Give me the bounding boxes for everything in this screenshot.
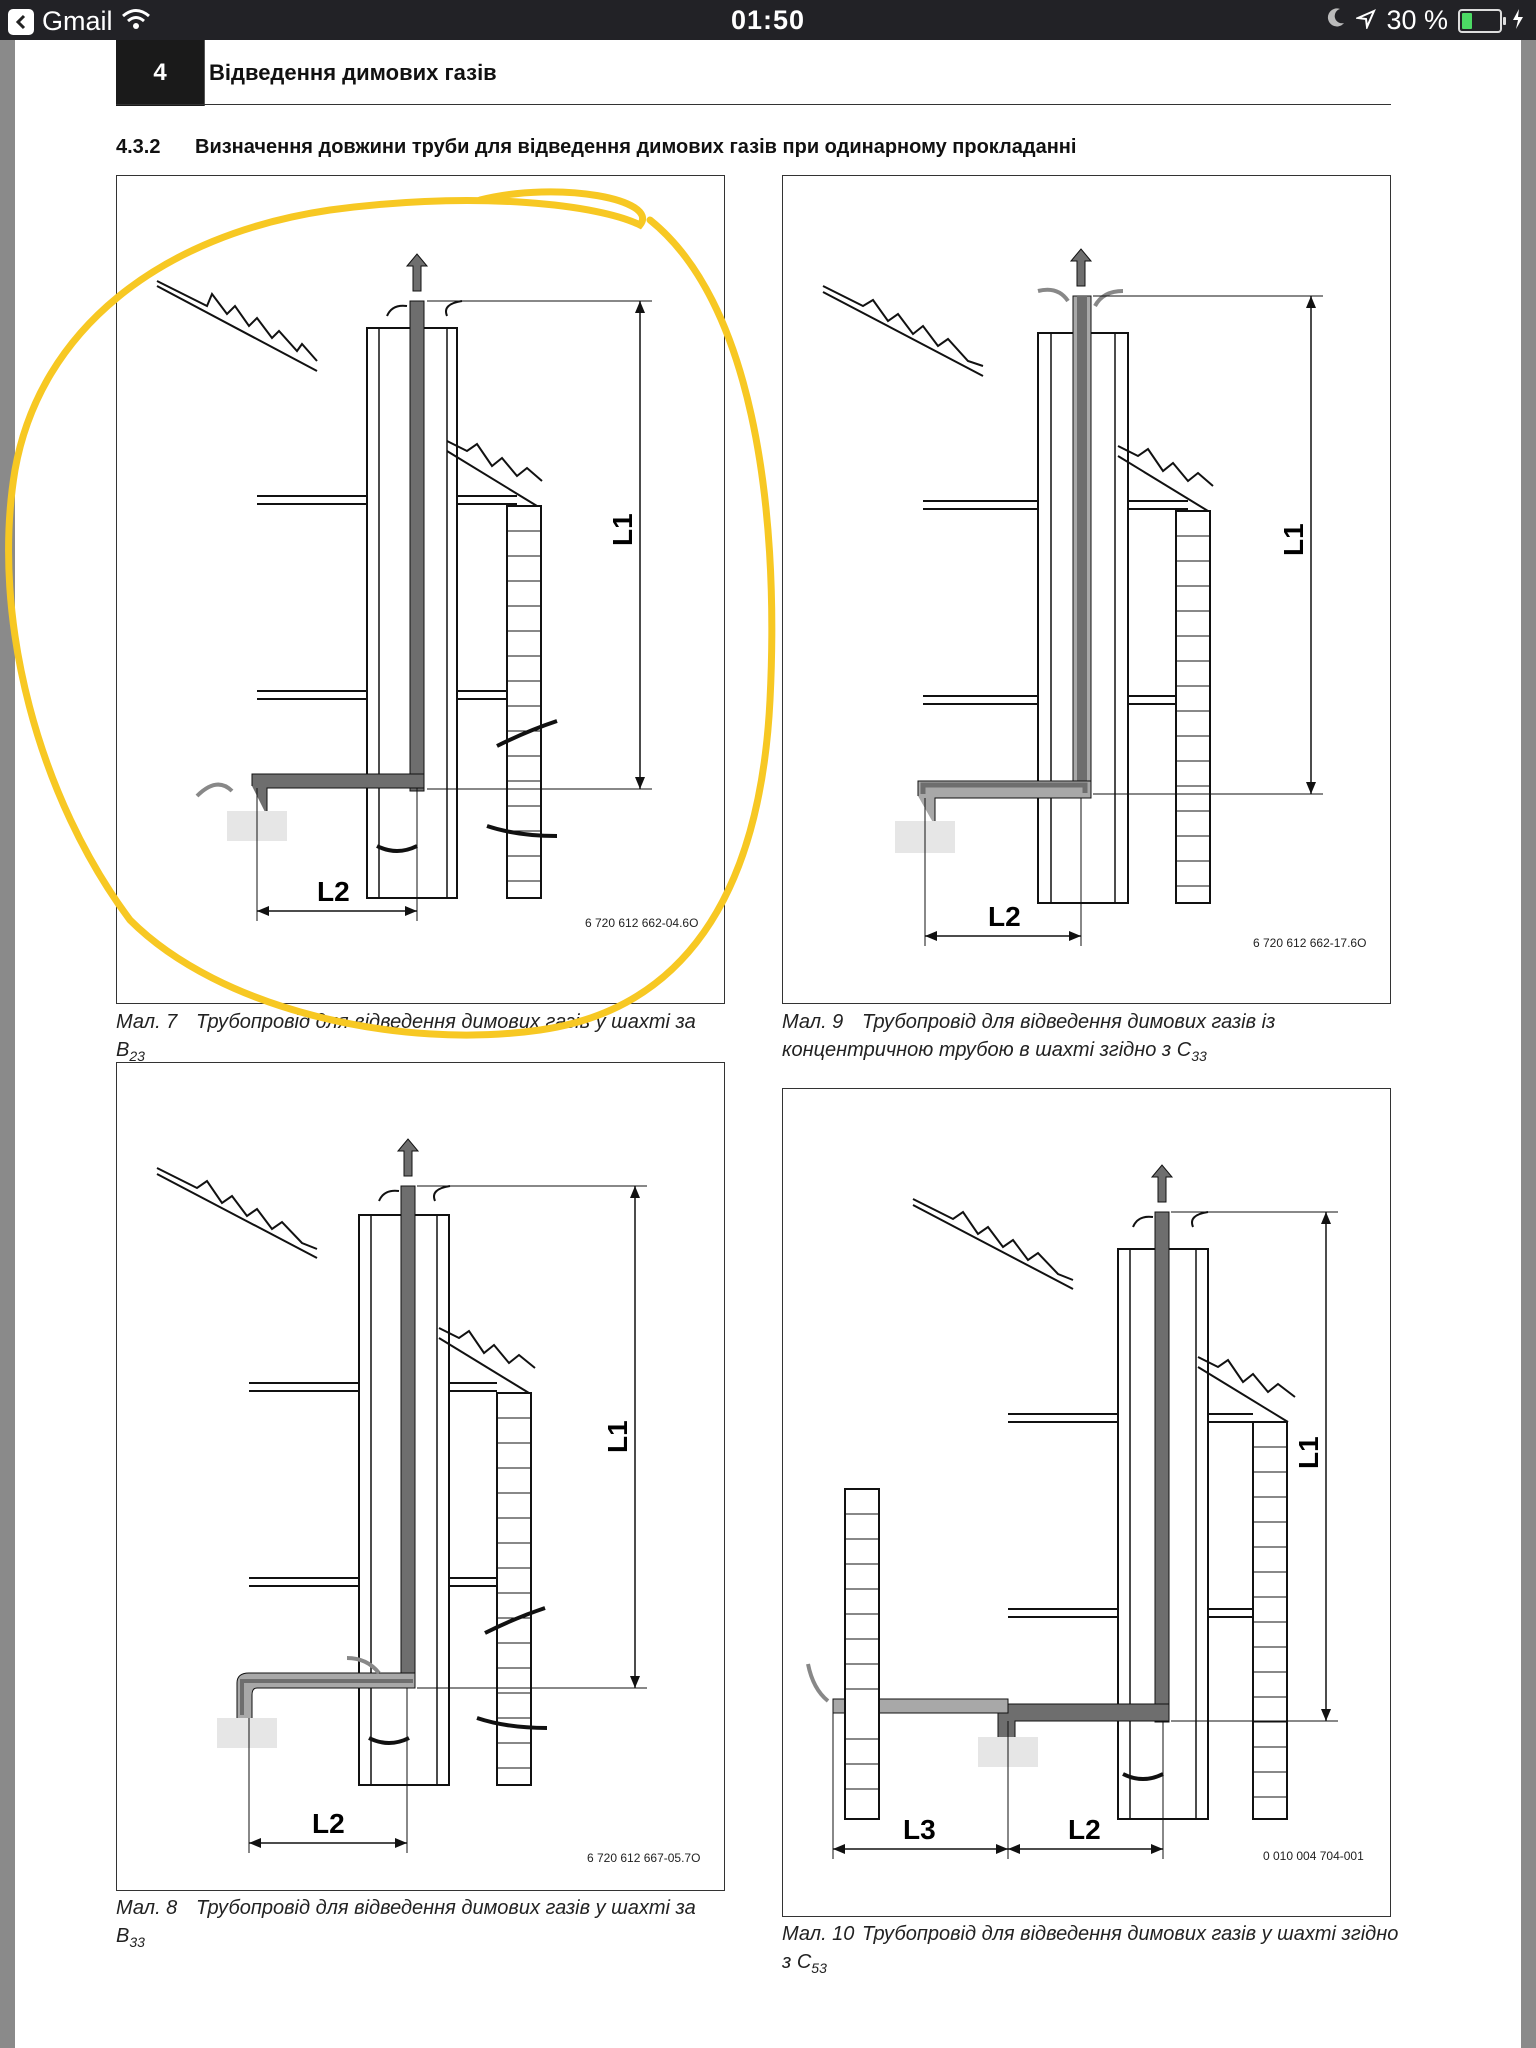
dimension-l1-label: L1: [1293, 1436, 1324, 1469]
chapter-number: 4: [116, 40, 204, 106]
caption-number: Мал. 7: [116, 1011, 178, 1033]
location-arrow-icon: [1354, 5, 1377, 36]
caption-subscript: 23: [129, 1048, 145, 1064]
chevron-left-icon: [8, 8, 34, 35]
figure-7: L1 L2 6 720 612 662-04.6O: [116, 175, 725, 1004]
chapter-title: Відведення димових газів: [209, 60, 497, 85]
figure-10: L1 L3 L2 0 010 004 704-001: [782, 1088, 1391, 1917]
back-to-app[interactable]: Gmail: [8, 6, 151, 37]
dimension-l2-label: L2: [1068, 1814, 1101, 1845]
caption-number: Мал. 10: [782, 1923, 855, 1945]
figure-9: L1 L2 6 720 612 662-17.6O: [782, 175, 1391, 1004]
charging-bolt-icon: [1512, 5, 1524, 36]
flue-diagram-c33: L1 L2: [822, 248, 1323, 946]
dimension-l2-label: L2: [317, 876, 350, 907]
dimension-l1-label: L1: [607, 513, 638, 546]
figure-8: L1 L2 6 720 612 667-05.7O: [116, 1062, 725, 1891]
dimension-l3-label: L3: [903, 1814, 936, 1845]
dimension-l1-label: L1: [602, 1420, 633, 1453]
battery-percent: 30 %: [1386, 5, 1448, 35]
battery-icon: [1458, 8, 1506, 33]
figure-code: 6 720 612 662-17.6O: [1253, 936, 1367, 950]
figure-code: 0 010 004 704-001: [1263, 1849, 1364, 1863]
caption-number: Мал. 8: [116, 1897, 178, 1919]
caption-subscript: 33: [1191, 1048, 1207, 1064]
chapter-divider: [204, 40, 205, 106]
back-app-label: Gmail: [42, 6, 113, 36]
clock: 01:50: [730, 5, 806, 35]
flue-diagram-c53: L1 L3 L2: [806, 1164, 1338, 1859]
caption-text: Трубопровід для відведення димових газів…: [782, 1923, 1399, 1973]
figure-code: 6 720 612 662-04.6O: [585, 916, 699, 930]
status-bar: Gmail 01:50 30 %: [0, 0, 1536, 40]
section-title: Визначення довжини труби для відведення …: [195, 136, 1077, 158]
header-rule: [116, 104, 1391, 105]
wifi-icon: [121, 6, 151, 37]
section-number: 4.3.2: [116, 136, 161, 158]
caption-subscript: 53: [811, 1960, 827, 1976]
document-page: 4 Відведення димових газів 4.3.2 Визначе…: [15, 40, 1521, 2048]
caption-text: Трубопровід для відведення димових газів…: [116, 1897, 696, 1947]
caption-number: Мал. 9: [782, 1011, 844, 1033]
caption-subscript: 33: [129, 1934, 145, 1950]
dimension-l2-label: L2: [988, 901, 1021, 932]
caption-text: Трубопровід для відведення димових газів…: [116, 1011, 696, 1061]
flue-diagram-b33: L1 L2: [156, 1138, 647, 1853]
moon-icon: [1326, 5, 1346, 36]
caption-text: Трубопровід для відведення димових газів…: [782, 1011, 1276, 1061]
dimension-l2-label: L2: [312, 1808, 345, 1839]
dimension-l1-label: L1: [1278, 523, 1309, 556]
figure-code: 6 720 612 667-05.7O: [587, 1851, 701, 1865]
flue-diagram-b23: L1 L2: [156, 253, 652, 921]
